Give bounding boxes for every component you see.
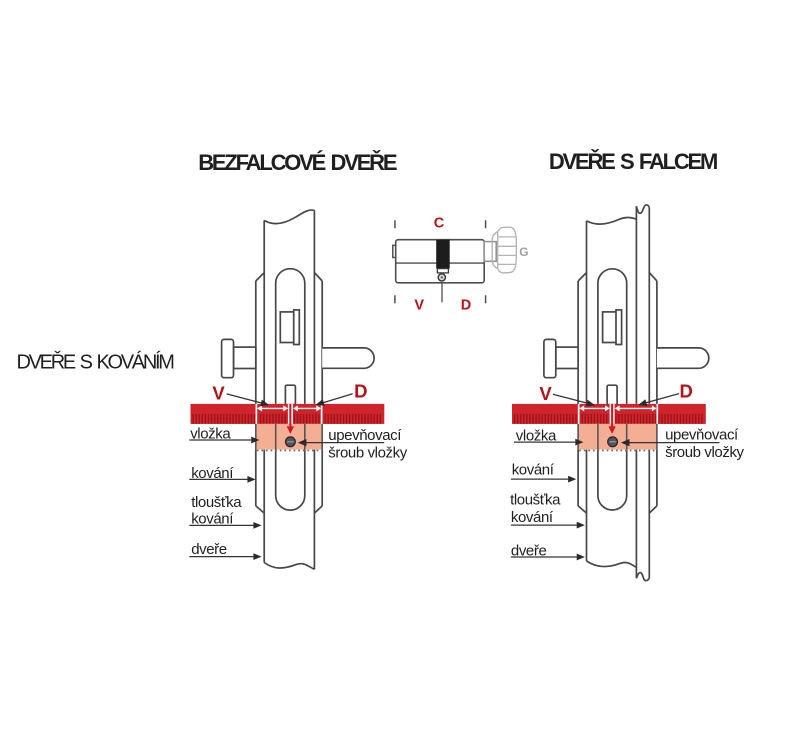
svg-text:D: D	[354, 380, 367, 401]
svg-text:G: G	[519, 245, 528, 259]
svg-text:V: V	[539, 383, 552, 404]
svg-text:tloušťka: tloušťka	[510, 491, 561, 508]
svg-text:vložka: vložka	[190, 425, 231, 442]
svg-text:dveře: dveře	[191, 541, 227, 558]
svg-text:upevňovací: upevňovací	[665, 426, 739, 443]
svg-text:dveře: dveře	[511, 542, 547, 559]
svg-text:C: C	[434, 216, 445, 232]
svg-text:DVEŘE S FALCEM: DVEŘE S FALCEM	[549, 149, 717, 174]
svg-text:šroub vložky: šroub vložky	[328, 445, 407, 462]
svg-text:D: D	[680, 380, 693, 401]
svg-text:kování: kování	[511, 509, 554, 526]
svg-text:upevňovací: upevňovací	[328, 427, 402, 444]
svg-text:tloušťka: tloušťka	[191, 494, 242, 511]
svg-text:šroub vložky: šroub vložky	[665, 444, 744, 461]
svg-text:kování: kování	[512, 462, 555, 479]
svg-text:V: V	[414, 297, 424, 313]
svg-text:DVEŘE S KOVÁNÍM: DVEŘE S KOVÁNÍM	[17, 351, 175, 374]
svg-text:D: D	[461, 297, 471, 313]
svg-text:kování: kování	[191, 465, 234, 482]
svg-text:vložka: vložka	[516, 428, 557, 445]
svg-text:V: V	[212, 383, 225, 404]
svg-text:BEZFALCOVÉ DVEŘE: BEZFALCOVÉ DVEŘE	[198, 150, 397, 175]
svg-text:kování: kování	[191, 511, 234, 528]
